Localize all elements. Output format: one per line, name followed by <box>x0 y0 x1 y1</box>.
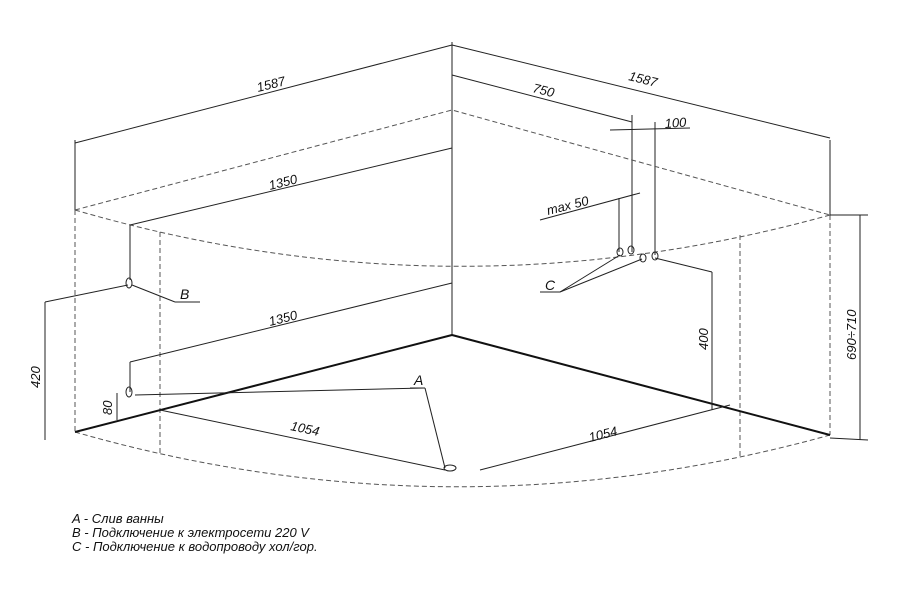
outlet-b-icon <box>125 277 133 289</box>
extension-lines <box>74 42 831 335</box>
fittings <box>125 245 659 472</box>
dim-offset-100: 100 <box>664 114 687 131</box>
dim-height-80: 80 <box>100 400 115 415</box>
legend-item-a: A - Слив ванны <box>72 511 164 526</box>
rim-outline <box>74 109 831 488</box>
dim-height-400: 400 <box>696 328 711 350</box>
water-inlet-hot-icon <box>639 253 647 263</box>
dim-height-total: 690÷710 <box>844 309 859 360</box>
marker-a: A <box>413 372 423 388</box>
legend: A - Слив ванны B - Подключение к электро… <box>72 512 318 554</box>
legend-item-b: B - Подключение к электросети 220 V <box>72 525 309 540</box>
dim-height-420: 420 <box>28 366 43 388</box>
dimension-lines <box>44 147 869 471</box>
dim-offset-750: 750 <box>531 80 556 100</box>
drain-a-icon <box>443 464 457 472</box>
dim-inner-lower: 1350 <box>267 307 299 329</box>
floor-lines <box>74 334 831 436</box>
overflow-icon <box>125 386 133 398</box>
dim-width-right: 1587 <box>627 68 659 90</box>
marker-b: B <box>180 286 189 302</box>
marker-c: C <box>545 277 556 293</box>
dim-inner-upper: 1350 <box>267 171 299 193</box>
dim-width-left: 1587 <box>255 73 287 95</box>
legend-item-c: C - Подключение к водопроводу хол/гор. <box>72 539 318 554</box>
dim-max-50: max 50 <box>545 193 591 218</box>
dim-drain-right: 1054 <box>587 423 619 445</box>
dim-drain-left: 1054 <box>289 418 320 439</box>
water-inlet-cold-icon <box>616 247 624 257</box>
